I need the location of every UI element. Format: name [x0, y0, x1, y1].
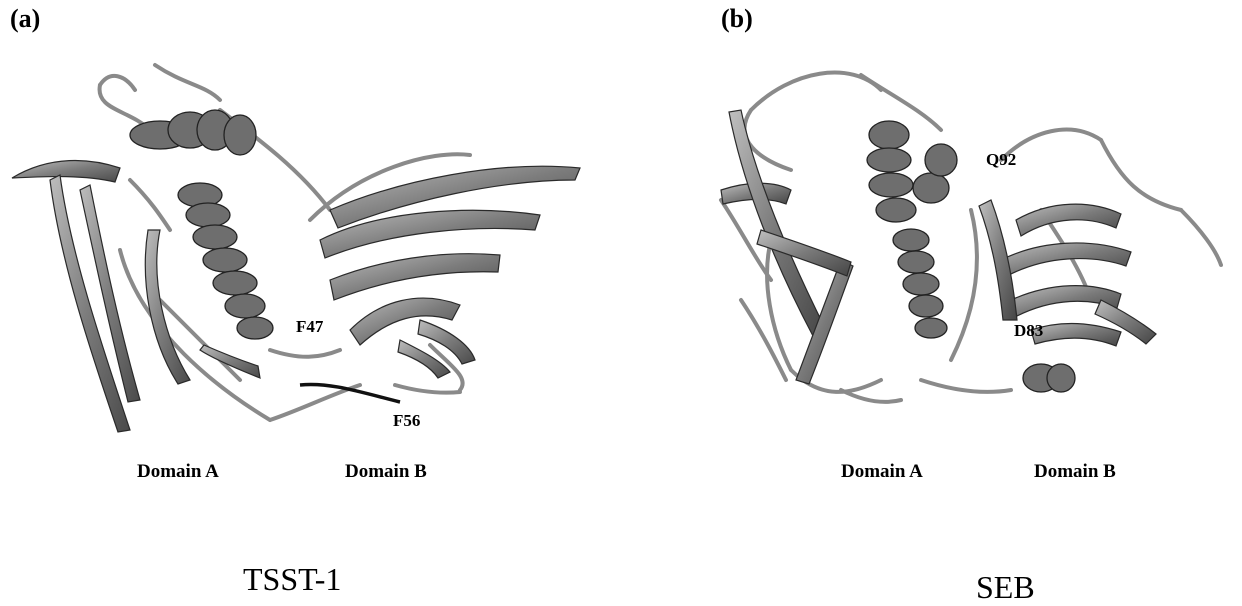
panel-a-caption: TSST-1 [243, 561, 341, 598]
panel-b-caption: SEB [976, 569, 1035, 606]
seb-coils [721, 73, 1221, 402]
domain-a-label: Domain A [841, 461, 923, 483]
seb-ribbon-structure [621, 0, 1242, 440]
panel-a-tsst1: (a) [0, 0, 621, 605]
residue-label-f56: F56 [393, 411, 420, 431]
residue-label-f47: F47 [296, 317, 323, 337]
seb-domain-a-strands [721, 110, 853, 384]
domain-b-label: Domain B [345, 461, 427, 483]
tsst1-domain-a-strands [12, 160, 260, 432]
seb-domain-b-barrel [979, 200, 1156, 346]
domain-a-label: Domain A [137, 461, 219, 483]
residue-label-q92: Q92 [986, 150, 1016, 170]
panel-b-seb: (b) [621, 0, 1242, 605]
tsst1-ribbon-structure [0, 0, 621, 440]
residue-label-d83: D83 [1014, 321, 1043, 341]
tsst1-domain-b-barrel [320, 166, 580, 378]
domain-b-label: Domain B [1034, 461, 1116, 483]
